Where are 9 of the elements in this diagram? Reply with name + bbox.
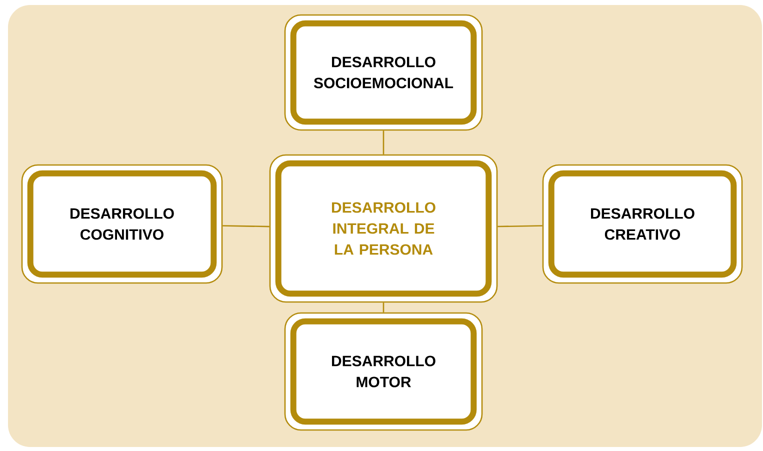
process-box: DESARROLLO INTEGRAL DE LA PERSONA bbox=[269, 154, 498, 303]
connector-line bbox=[382, 130, 384, 154]
process-box: DESARROLLO MOTOR bbox=[284, 312, 483, 431]
process-box: DESARROLLO COGNITIVO bbox=[21, 164, 223, 284]
process-box: DESARROLLO SOCIOEMOCIONAL bbox=[284, 14, 483, 131]
connector-line bbox=[382, 302, 384, 312]
process-box: DESARROLLO CREATIVO bbox=[542, 164, 743, 284]
connector-line bbox=[222, 225, 270, 228]
connector-line bbox=[498, 225, 542, 228]
